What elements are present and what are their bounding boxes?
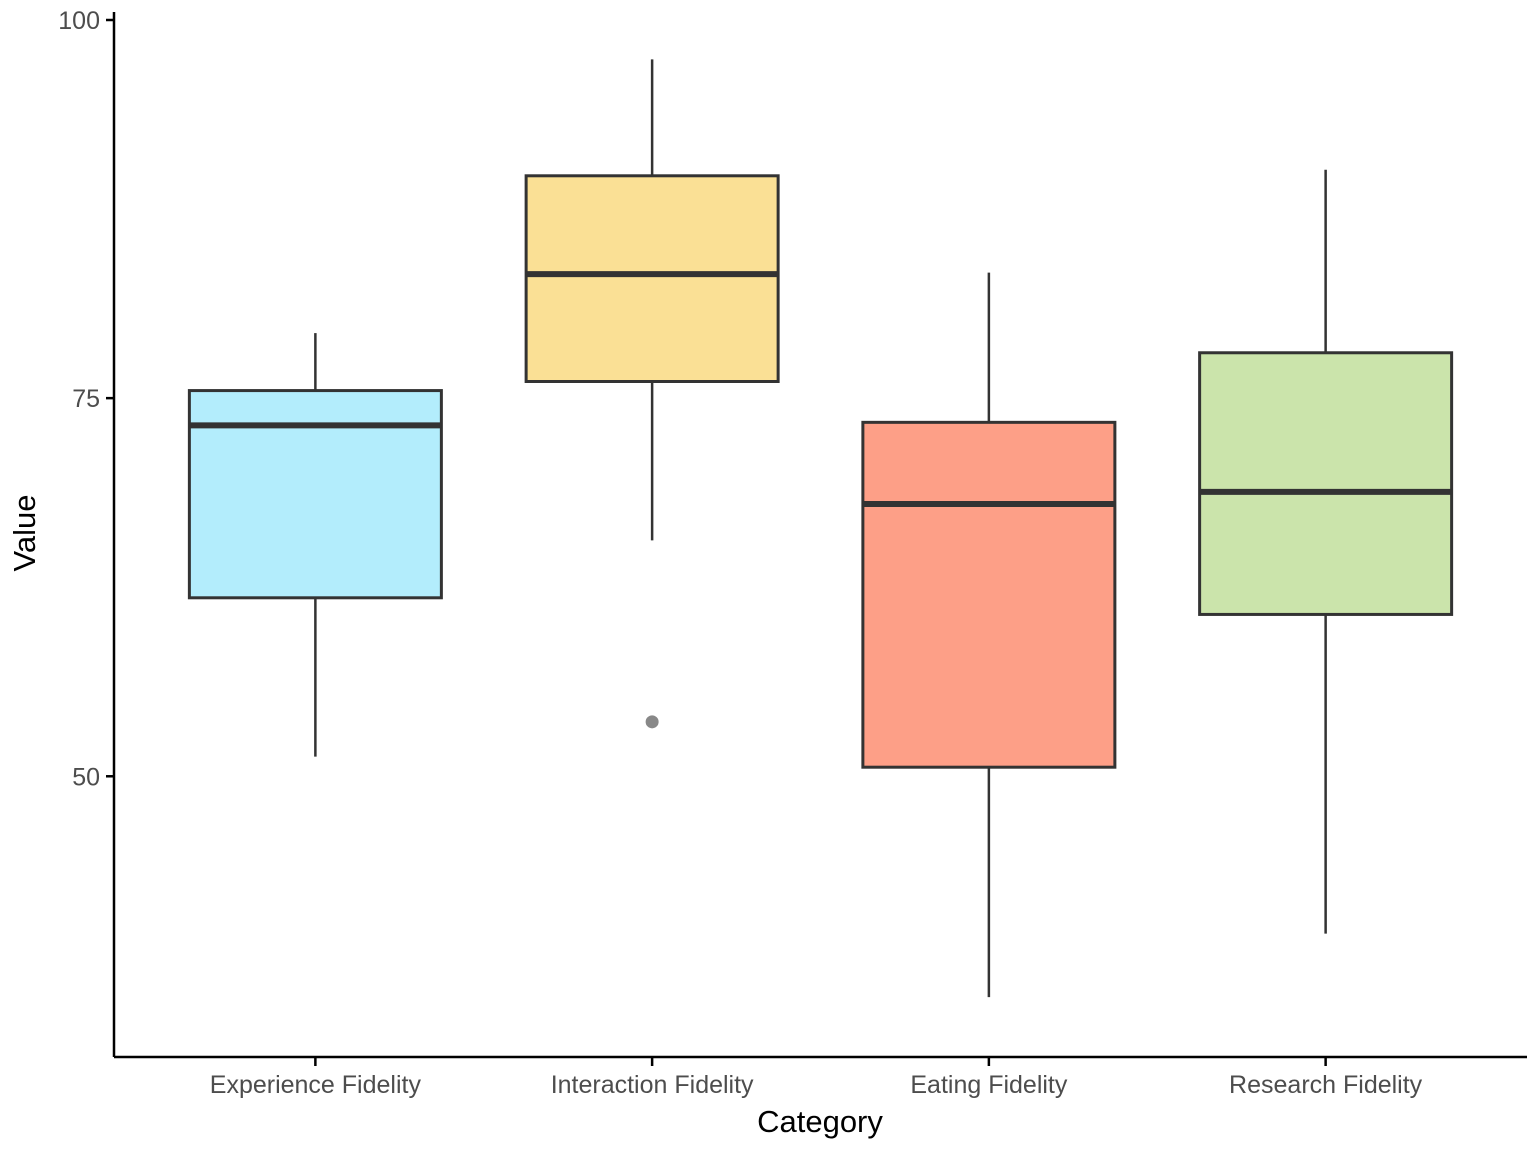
axes-layer [112, 12, 1527, 1059]
y-tick-label: 75 [72, 385, 100, 413]
box-group [187, 333, 443, 757]
boxes-layer [187, 59, 1454, 998]
box-group [861, 272, 1117, 998]
x-tick-label: Research Fidelity [1229, 1071, 1423, 1099]
x-tick-label: Eating Fidelity [910, 1071, 1068, 1099]
box-group [1198, 169, 1454, 934]
box [1198, 351, 1454, 616]
x-tick-label: Experience Fidelity [210, 1071, 422, 1099]
box [524, 174, 780, 384]
y-tick-label: 50 [72, 763, 100, 791]
y-axis-title: Value [7, 495, 42, 572]
box [187, 389, 443, 600]
x-axis-title: Category [757, 1104, 883, 1139]
x-tick-label: Interaction Fidelity [551, 1071, 754, 1099]
box-group [524, 59, 780, 729]
box [861, 420, 1117, 769]
y-tick-label: 100 [58, 7, 100, 35]
outlier-point [645, 715, 659, 729]
